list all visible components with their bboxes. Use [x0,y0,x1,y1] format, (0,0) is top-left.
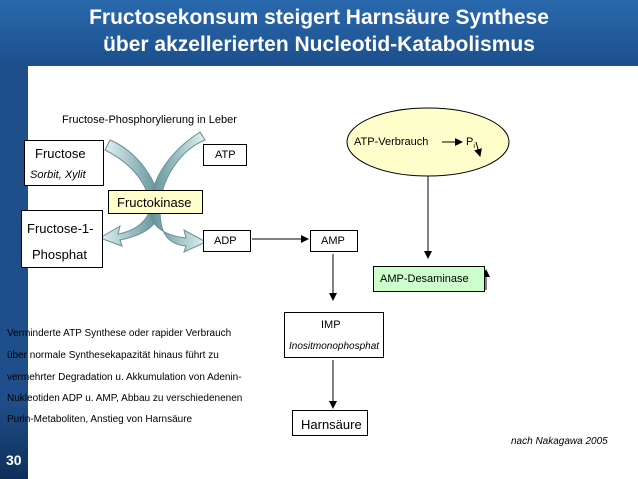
adp-label: ADP [214,235,237,247]
imp-name-label: Inositmonophosphat [289,341,380,352]
explanation-line-4: Nukleotiden ADP u. AMP, Abbau zu verschi… [7,393,243,404]
atp-label: ATP [215,149,236,161]
pi-label: Pi [466,136,475,151]
explanation-line-2: über normale Synthesekapazität hinaus fü… [7,350,219,361]
harnsaeure-box: Harnsäure [292,410,368,436]
fructokinase-label: Fructokinase [117,195,192,210]
explanation-line-3: vermehrter Degradation u. Akkumulation v… [7,372,242,383]
amp-deaminase-label: AMP-Desaminase [380,273,469,285]
f1p-box: Fructose-1- Phosphat [21,210,103,268]
page-number: 30 [6,452,22,468]
imp-box: IMP Inositmonophosphat [284,312,384,358]
amp-box: AMP [310,230,358,252]
fructokinase-box: Fructokinase [108,190,203,214]
amp-label: AMP [321,235,345,247]
source-label: nach Nakagawa 2005 [511,436,608,447]
fructose-label: Fructose [35,146,86,161]
imp-label: IMP [321,319,341,331]
slide-title-line2: über akzellerierten Nucleotid-Katabolism… [103,33,535,56]
atp-box: ATP [203,144,247,166]
arrow-pi-down [474,141,482,157]
atp-consumption-label: ATP-Verbrauch [354,136,429,148]
title-band [0,0,638,66]
explanation-line-1: Verminderte ATP Synthese oder rapider Ve… [7,328,232,339]
slide-title-line1: Fructosekonsum steigert Harnsäure Synthe… [89,6,549,29]
fructose-box: Fructose Sorbit, Xylit [24,140,104,186]
f1p-label-line2: Phosphat [32,247,87,262]
sorbit-label: Sorbit, Xylit [30,169,86,181]
adp-box: ADP [203,230,251,252]
explanation-line-5: Purin-Metaboliten, Anstieg von Harnsäure [7,414,193,425]
amp-deaminase-box: AMP-Desaminase [373,266,485,292]
slide-sidebar-footer [0,400,28,479]
curved-arrow-adp [149,209,208,253]
phosphorylation-label: Fructose-Phosphorylierung in Leber [62,114,237,126]
harnsaeure-label: Harnsäure [301,417,362,432]
f1p-label-line1: Fructose-1- [27,221,94,236]
